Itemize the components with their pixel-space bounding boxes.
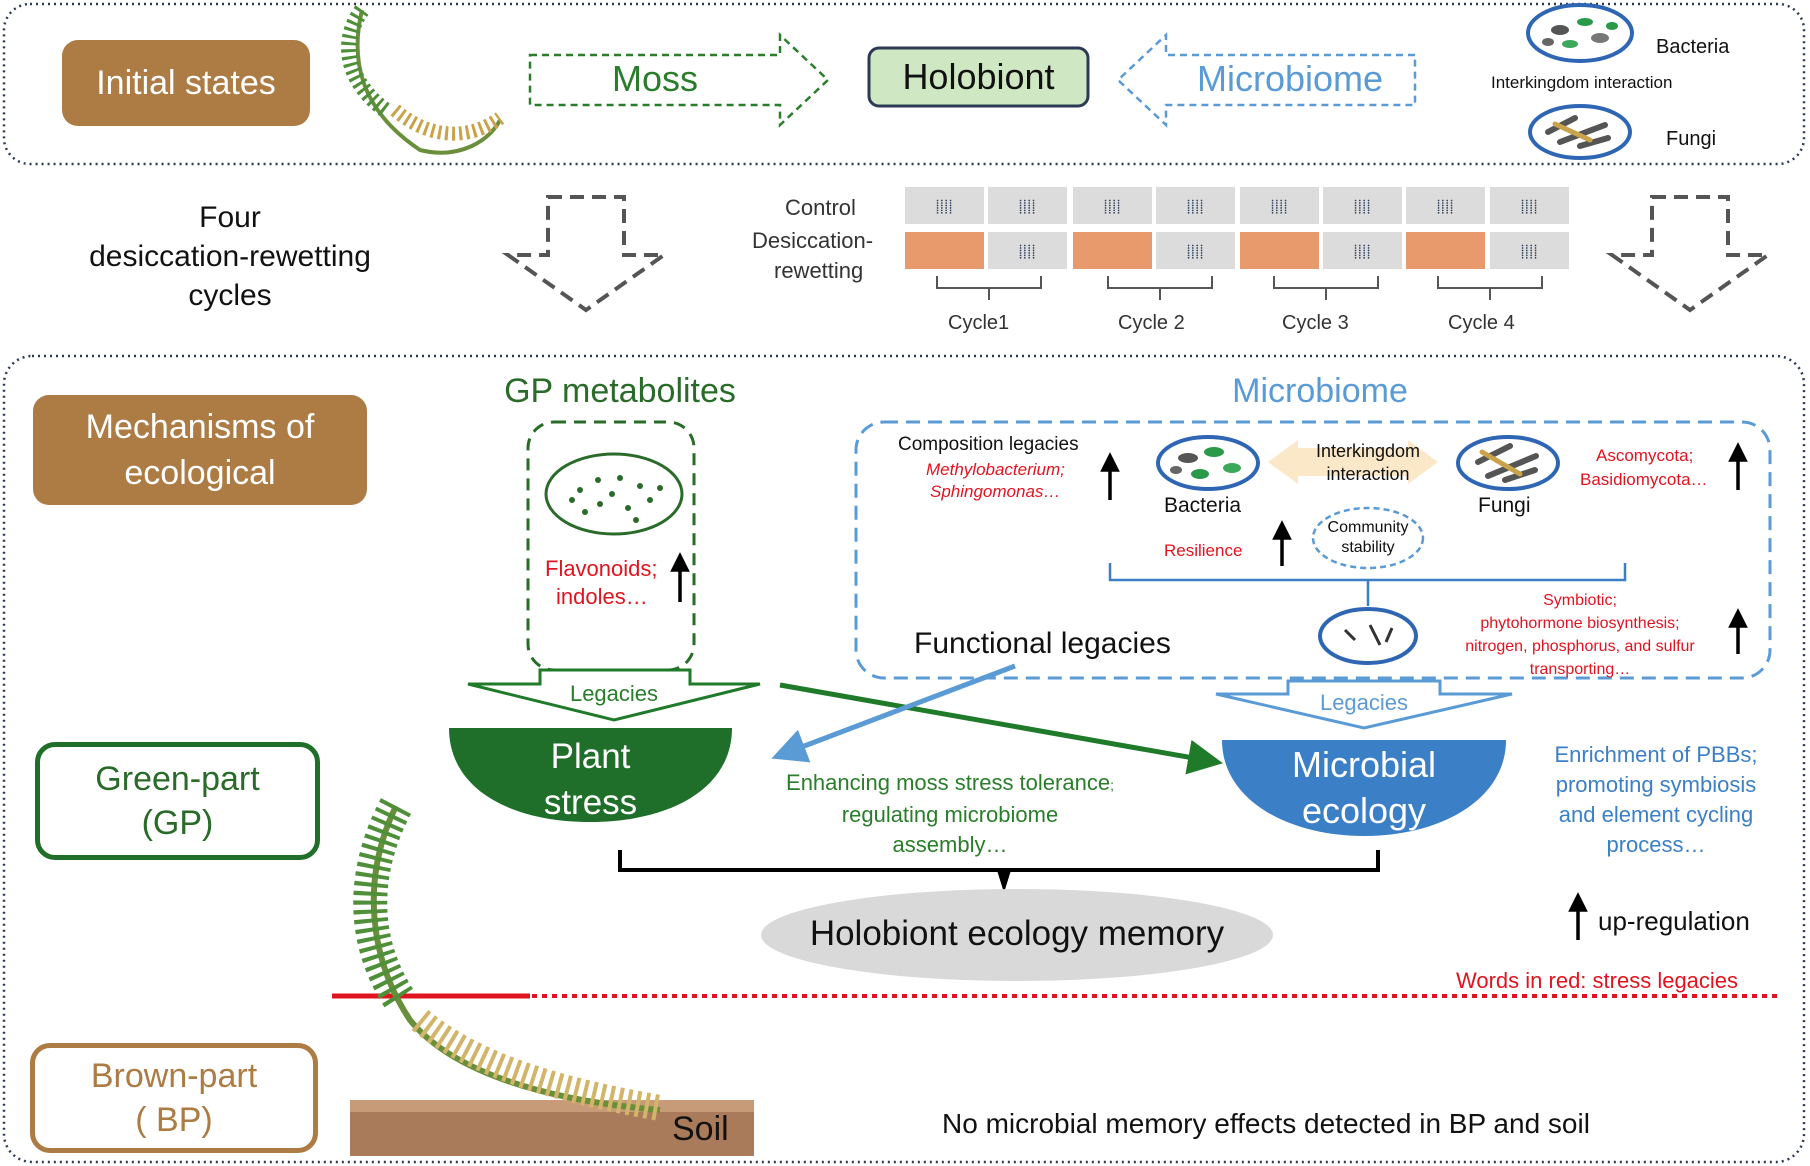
green-part-box: Green-part (GP) bbox=[35, 742, 320, 860]
memory-bracket-tip bbox=[996, 868, 1012, 893]
resilience-label: Resilience bbox=[1164, 541, 1243, 560]
cycle-3-label: Cycle 3 bbox=[1282, 312, 1349, 334]
down-arrow-left bbox=[501, 195, 671, 313]
cycle-1-label: Cycle1 bbox=[948, 312, 1010, 334]
microbial-ecology-bowl bbox=[1222, 740, 1506, 836]
plant-stress-bowl bbox=[449, 728, 732, 822]
initial-states-box: Initial states bbox=[62, 40, 310, 126]
plant-stress-label: Plant stress bbox=[543, 737, 638, 822]
rewetting-cell: ⸽⸽⸽⸽ bbox=[1323, 232, 1402, 269]
green-cross-arrow bbox=[779, 682, 1223, 775]
down-arrow-right bbox=[1605, 195, 1775, 313]
cycle-4-label: Cycle 4 bbox=[1448, 312, 1515, 334]
methylobacterium-label: Methylobacterium; bbox=[926, 460, 1065, 479]
four-cycles-label: Four desiccation-rewetting cycles bbox=[89, 201, 371, 312]
enhancing-label: Enhancing moss stress tolerance; regulat… bbox=[786, 770, 1114, 857]
control-cell: ⸽⸽⸽⸽ bbox=[1240, 187, 1319, 224]
enrichment-label: Enrichment of PBBs; promoting symbiosis … bbox=[1554, 742, 1758, 857]
symbiotic-label: Symbiotic; phytohormone biosynthesis; ni… bbox=[1465, 592, 1695, 678]
fungi-ellipse-mid bbox=[1456, 435, 1560, 491]
resilience-bracket bbox=[1108, 563, 1627, 606]
desiccation-cell bbox=[1240, 232, 1319, 269]
mechanisms-title-line1: Mechanisms of bbox=[85, 408, 315, 446]
moss-label: Moss bbox=[611, 58, 698, 99]
mechanisms-title-line2: ecological bbox=[124, 454, 276, 492]
functional-legacies-label: Functional legacies bbox=[914, 627, 1171, 660]
initial-states-label: Initial states bbox=[96, 63, 276, 102]
brown-part-line2: ( BP) bbox=[135, 1101, 213, 1139]
control-cell: ⸽⸽⸽⸽ bbox=[1156, 187, 1235, 224]
control-cell: ⸽⸽⸽⸽ bbox=[1490, 187, 1569, 224]
microbiome-top-label: Microbiome bbox=[1196, 58, 1384, 99]
top-panel bbox=[2, 2, 1806, 166]
control-cell: ⸽⸽⸽⸽ bbox=[905, 187, 984, 224]
flavonoids-label: Flavonoids; bbox=[545, 556, 658, 581]
cycle-2-label: Cycle 2 bbox=[1118, 312, 1185, 334]
memory-ellipse bbox=[761, 889, 1273, 981]
green-part-line2: (GP) bbox=[141, 804, 214, 842]
gp-metabolites-title: GP metabolites bbox=[504, 372, 736, 410]
indoles-label: indoles… bbox=[556, 584, 648, 609]
control-cell: ⸽⸽⸽⸽ bbox=[1323, 187, 1402, 224]
up-regulation-label: up-regulation bbox=[1598, 906, 1750, 936]
fungi-mid-label: Fungi bbox=[1478, 494, 1531, 517]
no-memory-label: No microbial memory effects detected in … bbox=[942, 1108, 1590, 1139]
holobiont-label: Holobiont bbox=[902, 56, 1055, 97]
desiccation-label: Desiccation- bbox=[752, 228, 874, 253]
interkingdom-arrow bbox=[1268, 440, 1438, 484]
blue-legacies-arrow bbox=[1215, 679, 1513, 730]
composition-legacies-label: Composition legacies bbox=[898, 434, 1079, 455]
cycle-brackets bbox=[936, 276, 1543, 300]
rewetting-cell: ⸽⸽⸽⸽ bbox=[1156, 232, 1235, 269]
legacies-blue-label: Legacies bbox=[1319, 690, 1409, 715]
green-part-line1: Green-part bbox=[95, 760, 260, 798]
microbiome-arrow-shape bbox=[1116, 32, 1417, 128]
community-stability-label: Community stability bbox=[1327, 519, 1409, 556]
microbiome-title: Microbiome bbox=[1232, 372, 1408, 410]
microbial-ecology-label: Microbial ecology bbox=[1291, 744, 1437, 831]
control-label: Control bbox=[785, 195, 856, 220]
fungi-top-label: Fungi bbox=[1666, 128, 1717, 150]
community-stability-circle bbox=[1311, 506, 1425, 570]
ascomycota-label: Ascomycota; bbox=[1596, 446, 1694, 465]
mechanisms-box: Mechanisms of ecological bbox=[33, 395, 367, 505]
blue-cross-arrow bbox=[771, 663, 1016, 763]
bacteria-mid-label: Bacteria bbox=[1164, 494, 1242, 517]
brown-part-box: Brown-part ( BP) bbox=[30, 1043, 318, 1153]
moss-arrow-shape bbox=[528, 32, 830, 128]
holobiont-box-shape bbox=[867, 46, 1090, 108]
moss-illustration-top bbox=[341, 5, 505, 155]
moss-illustration-bottom bbox=[353, 798, 663, 1121]
bacteria-ellipse-mid bbox=[1156, 435, 1260, 491]
metabolites-ellipse bbox=[544, 452, 684, 536]
brown-part-line1: Brown-part bbox=[90, 1057, 258, 1095]
microbiome-container bbox=[854, 420, 1772, 680]
words-in-red-label: Words in red: stress legacies bbox=[1456, 968, 1739, 993]
control-cell: ⸽⸽⸽⸽ bbox=[1073, 187, 1152, 224]
sphingomonas-label: Sphingomonas… bbox=[930, 482, 1061, 501]
control-cell: ⸽⸽⸽⸽ bbox=[988, 187, 1067, 224]
soil-label: Soil bbox=[672, 1110, 729, 1148]
desiccation-cell bbox=[905, 232, 984, 269]
basidiomycota-label: Basidiomycota… bbox=[1580, 470, 1708, 489]
legacies-green-label: Legacies bbox=[569, 681, 659, 706]
up-arrows bbox=[670, 442, 1748, 940]
desiccation-cell bbox=[1073, 232, 1152, 269]
interkingdom-top-label: Interkingdom interaction bbox=[1491, 73, 1673, 92]
functional-ellipse bbox=[1318, 607, 1418, 665]
rewetting-label: rewetting bbox=[774, 258, 864, 283]
interkingdom-mid-label: Interkingdom interaction bbox=[1315, 441, 1421, 484]
rewetting-cell: ⸽⸽⸽⸽ bbox=[988, 232, 1067, 269]
desiccation-cell bbox=[1406, 232, 1485, 269]
fungi-ellipse-top bbox=[1528, 104, 1632, 160]
bacteria-top-label: Bacteria bbox=[1656, 36, 1730, 58]
rewetting-cell: ⸽⸽⸽⸽ bbox=[1490, 232, 1569, 269]
memory-label: Holobiont ecology memory bbox=[809, 914, 1225, 953]
control-cell: ⸽⸽⸽⸽ bbox=[1406, 187, 1485, 224]
green-legacies-arrow bbox=[467, 668, 761, 722]
mechanisms-panel bbox=[2, 354, 1806, 1164]
bacteria-ellipse-top bbox=[1526, 3, 1634, 63]
